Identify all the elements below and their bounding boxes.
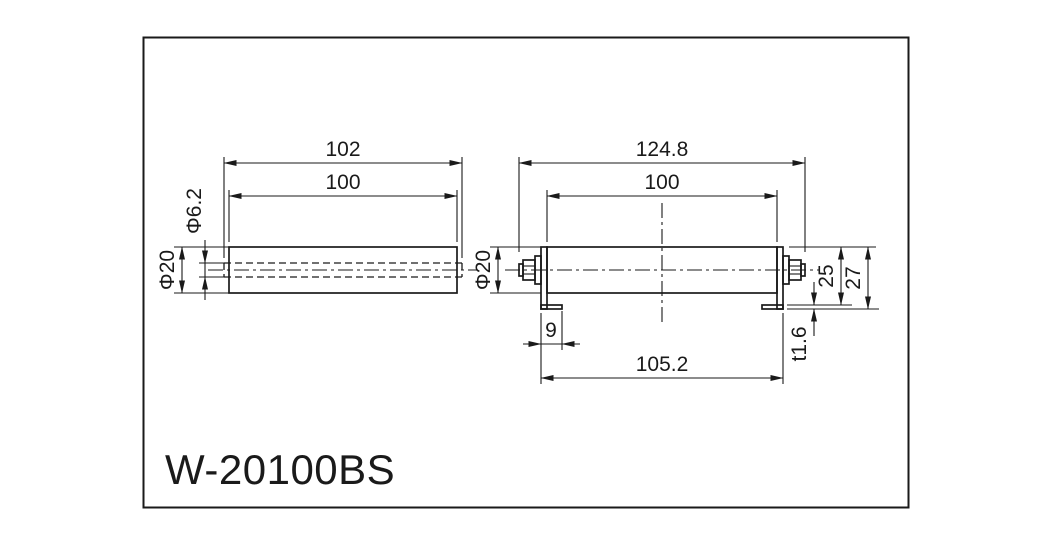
dim-roller-diameter: Φ20 (156, 246, 229, 294)
dim-label-mounting-pitch: 105.2 (636, 353, 689, 376)
dim-roller-length: 100 (546, 171, 778, 242)
left-bracket-plate (540, 246, 548, 310)
right-bracket-foot (761, 304, 784, 310)
dim-plate-thickness: t1.6 (787, 282, 879, 362)
dim-roller-length: 100 (228, 171, 458, 242)
dim-roller-diameter: Φ20 (472, 246, 541, 294)
dim-label-shaft-diameter: Φ6.2 (183, 188, 206, 234)
dim-foot-width: 9 (523, 311, 580, 384)
dim-label-overall-length: 102 (325, 138, 360, 161)
dim-bracket-outer-height: 27 (842, 246, 871, 310)
drawing-frame (142, 36, 910, 509)
dim-bracket-inner-height: 25 (789, 246, 876, 306)
dim-shaft-diameter: Φ6.2 (183, 188, 224, 300)
dim-overall-width: 124.8 (518, 138, 806, 252)
dim-mounting-pitch: 105.2 (540, 313, 784, 384)
dim-label-plate-thickness: t1.6 (788, 326, 811, 361)
left-bracket-foot (540, 304, 563, 310)
model-number: W-20100BS (165, 446, 395, 493)
dim-label-roller-diameter: Φ20 (472, 250, 495, 290)
dim-label-foot-width: 9 (545, 319, 557, 342)
dim-label-roller-length: 100 (644, 171, 679, 194)
left-view: 102 100 Φ6.2 Φ20 (156, 138, 478, 300)
dim-overall-length: 102 (223, 138, 463, 258)
dim-label-roller-length: 100 (325, 171, 360, 194)
right-bracket-plate (776, 246, 784, 310)
dim-label-bracket-inner-height: 25 (815, 264, 838, 287)
dim-label-roller-diameter: Φ20 (156, 250, 179, 290)
right-view: 124.8 100 Φ20 9 105.2 (472, 138, 879, 384)
dim-label-overall-width: 124.8 (636, 138, 689, 161)
dim-label-bracket-outer-height: 27 (842, 266, 865, 289)
